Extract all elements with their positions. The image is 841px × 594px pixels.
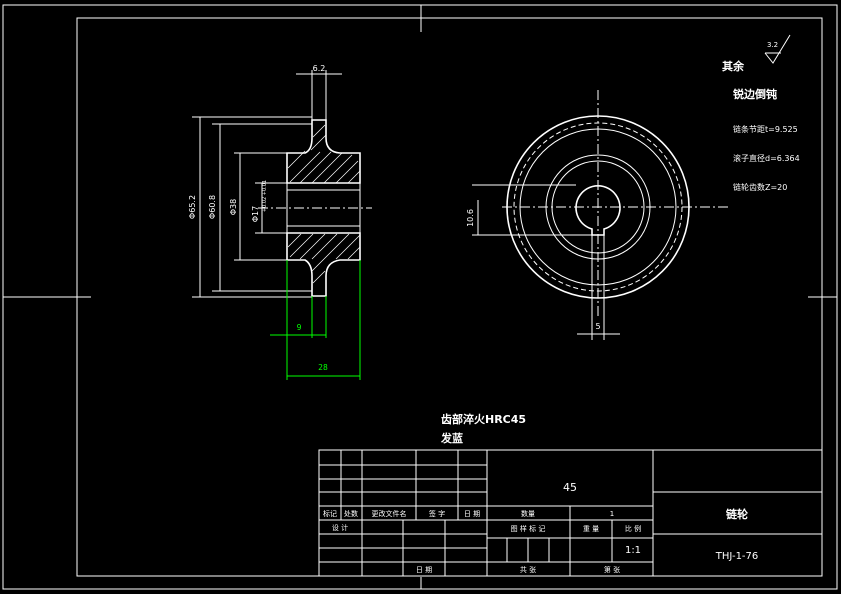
dim-top-text: 6.2 <box>313 64 326 73</box>
dim-total-text: 28 <box>318 363 328 372</box>
dim-od-text: Φ65.2 <box>188 195 197 219</box>
note-tech2: 发蓝 <box>440 431 463 445</box>
hdr-weight: 重 量 <box>583 525 599 533</box>
hdr-ratio: 比 例 <box>625 524 641 533</box>
qty-value: 1 <box>610 510 614 518</box>
roughness-value: 3.2 <box>767 41 778 49</box>
hdr-date2: 日 期 <box>416 566 432 574</box>
drawing-number: THJ-1-76 <box>715 551 759 562</box>
note-roller: 滚子直径d=6.364 <box>733 153 800 163</box>
section-view: Φ65.2 Φ60.8 Φ38 Φ17 +0.02 +0.01 6.2 9 28 <box>188 64 372 380</box>
dim-pd-text: Φ60.8 <box>208 195 217 219</box>
hdr-stage: 图 样 标 记 <box>511 524 546 533</box>
note-pitch: 链条节距t=9.525 <box>733 124 798 134</box>
hdr-total: 共 张 <box>520 565 536 574</box>
dim-bore-tol: +0.02 +0.01 <box>262 180 268 212</box>
dim-bore-text: Φ17 <box>251 206 260 222</box>
title-block: 标记 处数 更改文件名 签 字 日 期 设 计 日 期 45 数量 1 图 样 … <box>318 449 823 577</box>
hub-outline-lower <box>286 232 361 297</box>
note-tech1: 齿部淬火HRC45 <box>441 412 526 426</box>
dim-key-w-text: 5 <box>595 322 600 331</box>
bore-keyway <box>575 185 621 236</box>
hdr-count: 处数 <box>344 509 358 518</box>
outer-border <box>2 4 838 590</box>
hdr-sheet: 第 张 <box>604 565 620 574</box>
note-teeth: 链轮齿数Z=20 <box>733 182 787 192</box>
dim-key-h-text: 10.6 <box>466 209 475 227</box>
hatch-lower <box>287 233 361 284</box>
note-edge: 锐边倒钝 <box>733 87 777 101</box>
hdr-doc: 更改文件名 <box>372 509 407 518</box>
front-view: 5 10.6 <box>466 90 730 340</box>
dim-tooth-text: 9 <box>297 323 302 332</box>
qty-label: 数量 <box>521 509 535 518</box>
hatch-upper <box>287 124 361 184</box>
notes: 其余 3.2 锐边倒钝 链条节距t=9.525 滚子直径d=6.364 链轮齿数… <box>440 34 800 445</box>
dim-hub-text: Φ38 <box>229 199 238 215</box>
ratio-value: 1:1 <box>625 545 641 556</box>
material-text: 45 <box>563 481 577 494</box>
hdr-date: 日 期 <box>464 510 480 518</box>
hub-outline-upper <box>286 119 361 184</box>
part-name: 链轮 <box>726 507 748 521</box>
hdr-sign: 签 字 <box>429 509 445 518</box>
roughness-symbol <box>764 34 791 64</box>
hdr-design: 设 计 <box>332 523 348 532</box>
note-rest: 其余 <box>722 59 745 73</box>
hdr-mark: 标记 <box>323 509 337 518</box>
